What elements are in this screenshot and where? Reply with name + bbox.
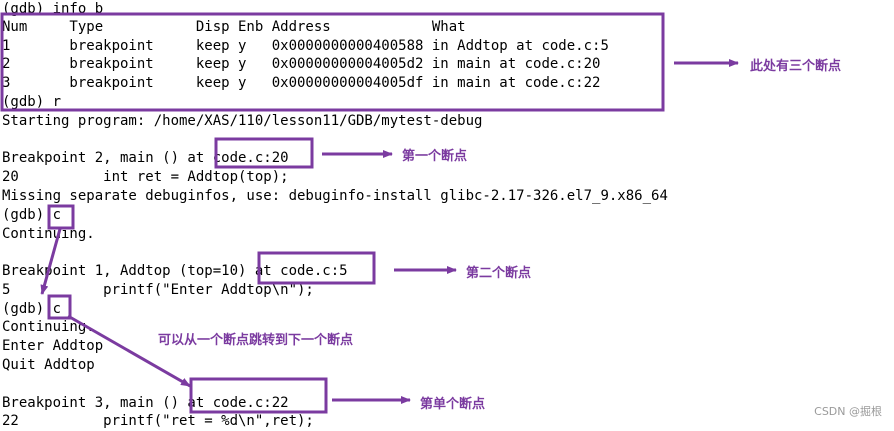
watermark: CSDN @掘根 — [814, 405, 882, 418]
terminal-line: Quit Addtop — [2, 357, 95, 373]
note-three-breakpoints: 此处有三个断点 — [750, 59, 842, 74]
terminal-line: 5 printf("Enter Addtop\n"); — [2, 282, 314, 298]
note-third-breakpoint: 第单个断点 — [420, 397, 486, 412]
terminal-line: Missing separate debuginfos, use: debugi… — [2, 188, 668, 204]
terminal-line: 22 printf("ret = %d\n",ret); — [2, 413, 314, 429]
note-jump: 可以从一个断点跳转到下一个断点 — [158, 333, 354, 348]
terminal-line: 3 breakpoint keep y 0x00000000004005df i… — [2, 75, 601, 91]
terminal-line: Num Type Disp Enb Address What — [2, 19, 466, 35]
terminal-line: (gdb) c — [2, 301, 62, 317]
terminal-line: Breakpoint 1, Addtop (top=10) at code.c:… — [2, 263, 348, 279]
terminal-line: 20 int ret = Addtop(top); — [2, 169, 289, 185]
terminal-line: Continuing. — [2, 319, 95, 335]
terminal-line: (gdb) c — [2, 207, 62, 223]
terminal-line: Continuing. — [2, 226, 95, 242]
terminal-line: Breakpoint 2, main () at code.c:20 — [2, 150, 289, 166]
terminal-line: 1 breakpoint keep y 0x0000000000400588 i… — [2, 38, 609, 54]
note-second-breakpoint: 第二个断点 — [466, 266, 532, 281]
terminal-line: (gdb) r — [2, 94, 62, 110]
terminal-line: Enter Addtop — [2, 338, 104, 354]
note-first-breakpoint: 第一个断点 — [402, 149, 468, 164]
terminal-line: (gdb) info b — [2, 1, 104, 17]
terminal-line: Starting program: /home/XAS/110/lesson11… — [2, 113, 483, 129]
terminal-line: 2 breakpoint keep y 0x00000000004005d2 i… — [2, 56, 601, 72]
terminal-line: Breakpoint 3, main () at code.c:22 — [2, 395, 289, 411]
